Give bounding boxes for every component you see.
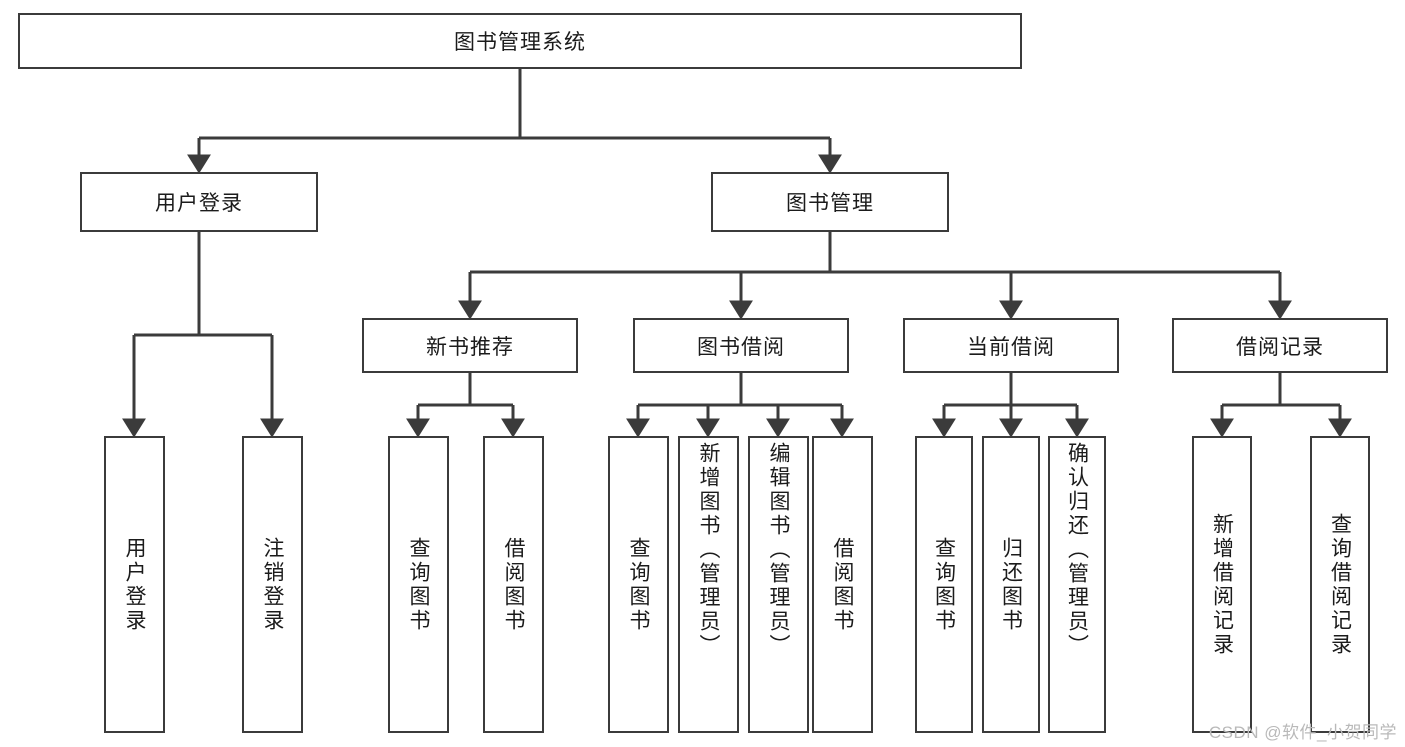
leaf-borrow-book-label: 借阅图书 [831, 536, 854, 633]
leaf-user-login-label: 用户登录 [123, 536, 146, 633]
leaf-return-book-label: 归还图书 [999, 536, 1023, 633]
leaf-add-borrow-record-label: 新增借阅记录 [1210, 512, 1234, 657]
node-borrow-records-label: 借阅记录 [1236, 335, 1324, 359]
node-new-book-recommend[interactable]: 新书推荐 [362, 318, 578, 373]
node-book-management-label: 图书管理 [786, 192, 874, 215]
node-new-book-recommend-label: 新书推荐 [426, 335, 514, 359]
leaf-add-borrow-record[interactable]: 新增借阅记录 [1192, 436, 1252, 733]
leaf-logout[interactable]: 注销登录 [242, 436, 303, 733]
leaf-borrow-book-recommend-label: 借阅图书 [502, 536, 525, 633]
node-book-borrow[interactable]: 图书借阅 [633, 318, 849, 373]
node-book-borrow-label: 图书借阅 [697, 335, 785, 359]
leaf-query-borrow-record-label: 查询借阅记录 [1328, 512, 1352, 657]
leaf-query-borrow-record[interactable]: 查询借阅记录 [1310, 436, 1370, 733]
node-user-login-label: 用户登录 [155, 192, 243, 215]
leaf-borrow-book-recommend[interactable]: 借阅图书 [483, 436, 544, 733]
leaf-add-book-admin[interactable]: 新增图书（管理员） [678, 436, 739, 733]
node-user-login[interactable]: 用户登录 [80, 172, 318, 232]
node-book-management[interactable]: 图书管理 [711, 172, 949, 232]
node-root[interactable]: 图书管理系统 [18, 13, 1022, 69]
leaf-confirm-return-admin-label: 确认归还（管理员） [1065, 442, 1089, 658]
node-current-borrow[interactable]: 当前借阅 [903, 318, 1119, 373]
leaf-query-book-current[interactable]: 查询图书 [915, 436, 973, 733]
leaf-logout-label: 注销登录 [261, 536, 284, 633]
node-borrow-records[interactable]: 借阅记录 [1172, 318, 1388, 373]
leaf-query-book-borrow[interactable]: 查询图书 [608, 436, 669, 733]
leaf-borrow-book[interactable]: 借阅图书 [812, 436, 873, 733]
node-current-borrow-label: 当前借阅 [967, 335, 1055, 359]
node-root-label: 图书管理系统 [454, 31, 586, 54]
leaf-return-book[interactable]: 归还图书 [982, 436, 1040, 733]
leaf-query-book-recommend[interactable]: 查询图书 [388, 436, 449, 733]
leaf-add-book-admin-label: 新增图书（管理员） [697, 442, 720, 658]
leaf-query-book-borrow-label: 查询图书 [627, 536, 650, 633]
leaf-edit-book-admin-label: 编辑图书（管理员） [767, 442, 790, 658]
leaf-confirm-return-admin[interactable]: 确认归还（管理员） [1048, 436, 1106, 733]
leaf-edit-book-admin[interactable]: 编辑图书（管理员） [748, 436, 809, 733]
leaf-user-login[interactable]: 用户登录 [104, 436, 165, 733]
leaf-query-book-recommend-label: 查询图书 [407, 536, 430, 633]
leaf-query-book-current-label: 查询图书 [932, 536, 956, 633]
watermark: CSDN @软件_小贺同学 [1208, 723, 1397, 742]
